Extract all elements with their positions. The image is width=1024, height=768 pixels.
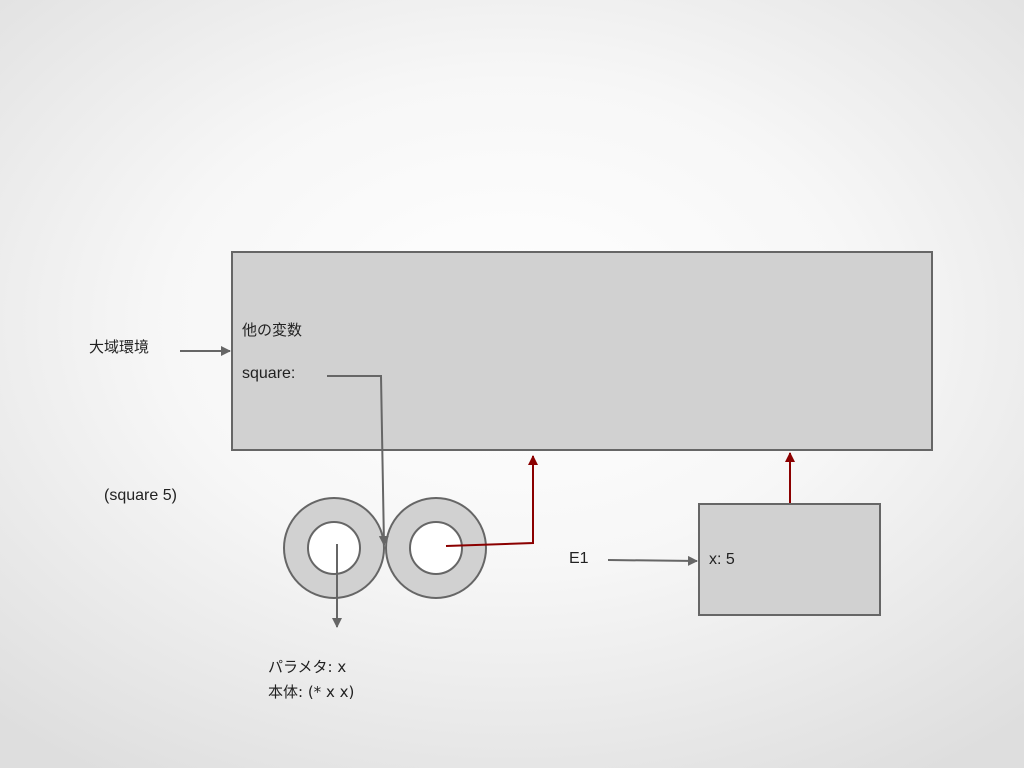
e1-pointer-label: E1	[569, 550, 589, 567]
e1-binding-label: x: 5	[709, 551, 735, 568]
procedure-body-label: 本体: (* x x)	[268, 683, 355, 701]
call-expression-label: (square 5)	[104, 487, 177, 504]
e1-environment-frame	[698, 503, 881, 616]
other-variables-label: 他の変数	[242, 321, 303, 339]
e1-pointer-arrow	[607, 555, 698, 566]
square-binding-arrow	[327, 375, 389, 546]
procedure-left-inner-circle	[307, 521, 361, 575]
procedure-env-arrow	[445, 455, 538, 547]
square-binding-label: square:	[242, 365, 296, 382]
procedure-object	[283, 497, 487, 599]
procedure-params-label: パラメタ: x	[268, 658, 347, 676]
procedure-right-inner-circle	[409, 521, 463, 575]
global-env-pointer-label: 大域環境	[89, 338, 150, 356]
global-environment-frame	[231, 251, 933, 451]
